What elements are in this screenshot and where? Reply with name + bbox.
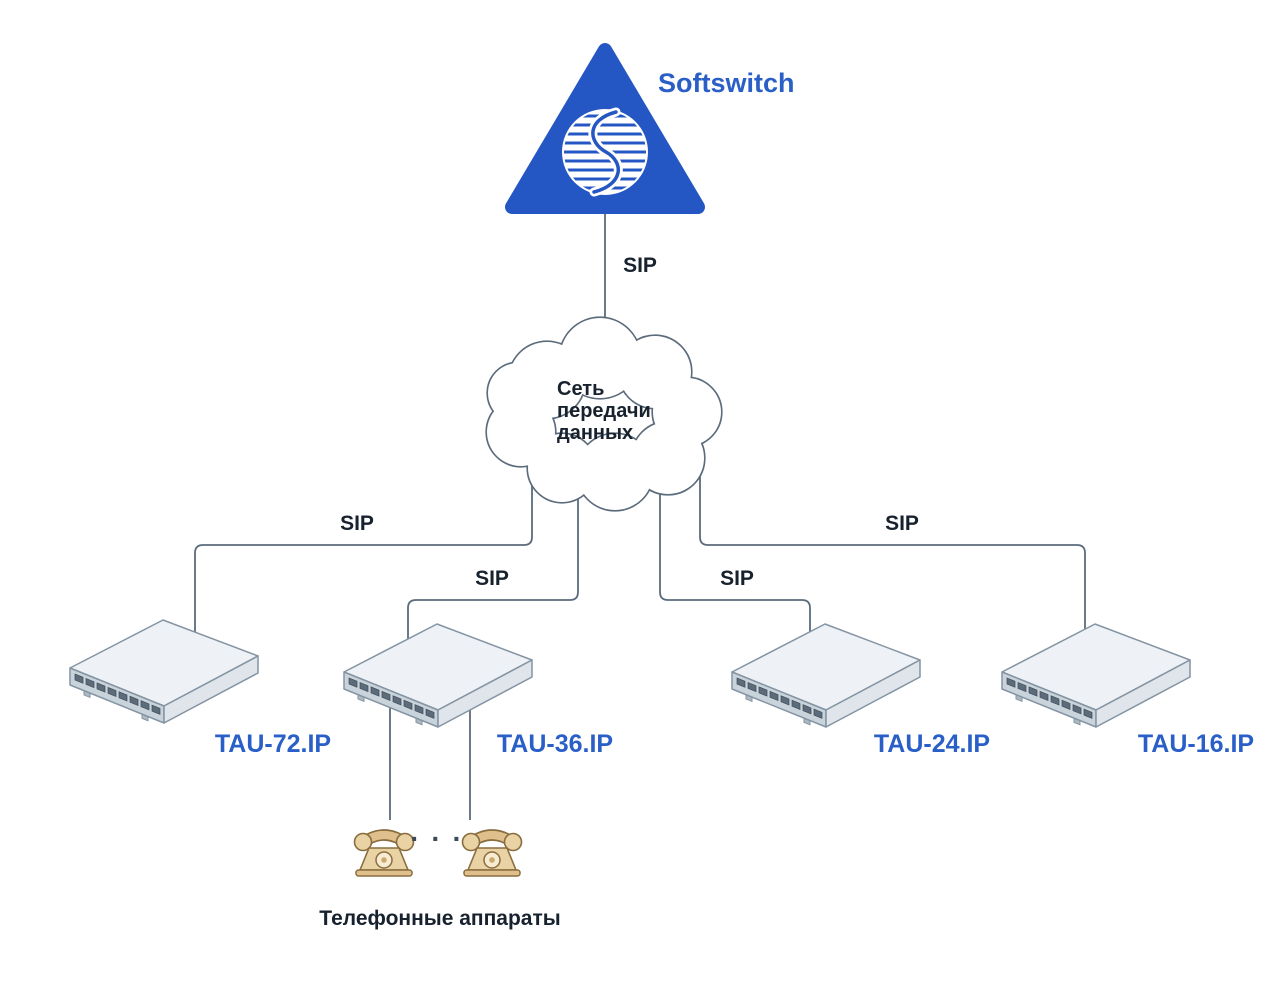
link-cloud-tau36	[407, 490, 579, 648]
link-cloud-tau72	[194, 472, 533, 645]
device-tau-72-label: TAU-72.IP	[215, 730, 331, 758]
sip-label-mid-left: SIP	[475, 567, 509, 590]
device-tau-36-icon	[343, 623, 533, 728]
sip-label-far-left: SIP	[340, 512, 374, 535]
softswitch-label: Softswitch	[658, 68, 795, 98]
device-tau-36-label: TAU-36.IP	[497, 730, 613, 758]
link-cloud-tau24	[659, 490, 811, 650]
logo-s-curve	[591, 110, 621, 194]
sip-label-far-right: SIP	[885, 512, 919, 535]
phones-ellipsis: · · ·	[410, 823, 464, 854]
link-cloud-tau16	[699, 470, 1086, 645]
cloud-text-line1: Сеть	[557, 378, 604, 400]
device-tau-24-label: TAU-24.IP	[874, 730, 990, 758]
device-tau-72-icon	[69, 619, 259, 724]
link-lines	[194, 205, 1086, 820]
phones-caption: Телефонные аппараты	[319, 907, 560, 930]
softswitch-node: Softswitch	[505, 43, 795, 214]
telephone-icon-2	[461, 829, 523, 877]
telephone-icon-1	[353, 829, 415, 877]
sip-label-top: SIP	[623, 254, 657, 277]
network-cloud: Сеть передачи данных	[485, 316, 723, 512]
cloud-text-line3: данных	[557, 422, 633, 444]
sip-label-mid-right: SIP	[720, 567, 754, 590]
device-tau-24-icon	[731, 623, 921, 728]
cloud-text-line2: передачи	[557, 400, 651, 422]
device-tau-16-icon	[1001, 623, 1191, 728]
device-tau-16-label: TAU-16.IP	[1138, 730, 1254, 758]
